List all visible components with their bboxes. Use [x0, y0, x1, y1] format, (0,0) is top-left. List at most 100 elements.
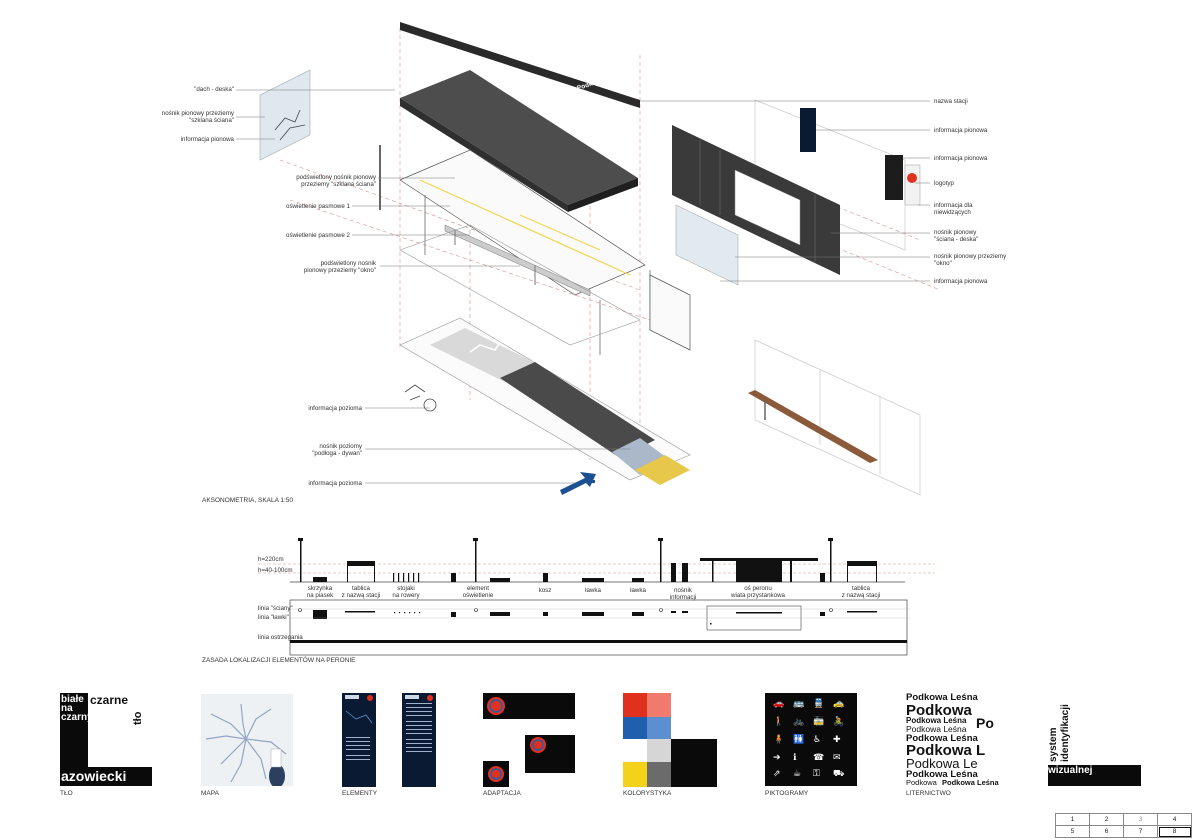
sheet-cell-3[interactable]: 3	[1123, 813, 1158, 826]
caption-piktogramy: PIKTOGRAMY	[765, 790, 809, 797]
axonometry-drawing: Podkowa Leśna Podkowa Leśna	[236, 22, 941, 496]
bus-icon: 🚌	[793, 699, 805, 709]
tlo-white-on-black: białe na czarnym	[61, 694, 102, 723]
line-label-ostrzegania: linia ostrzegania	[258, 634, 303, 641]
line-label-sciany: linia "ściany"	[258, 605, 293, 612]
tile-kolorystyka	[623, 693, 717, 787]
label-nosnik-poziomy: nośnik poziomy "podłoga - dywan"	[312, 443, 362, 457]
label-info-pionowa-r2: informacja pionowa	[934, 155, 988, 162]
taxi-icon: 🚕	[833, 699, 845, 709]
label-logotyp: logotyp	[934, 180, 954, 187]
caption-kolorystyka: KOLORYSTYKA	[623, 790, 672, 797]
element-wiata: oś peronu wiata przystankowa	[731, 585, 785, 599]
sheet-cell-2[interactable]: 2	[1089, 813, 1124, 826]
label-nazwa-stacji: nazwa stacji	[934, 98, 968, 105]
tram-icon: 🚋	[813, 717, 825, 727]
lettering-sample-6: Podkowa Leśna	[906, 733, 978, 744]
label-szklana: nośnik pionowy przeziemy "szklana ściana…	[161, 110, 234, 124]
system-word-system: system	[1048, 727, 1059, 762]
phone-icon: ☎	[813, 753, 825, 763]
element-kosz: kosz	[538, 587, 552, 594]
person-icon: 🧍	[773, 735, 785, 745]
station-name-beam	[400, 22, 640, 108]
lettering-sample-4: Po	[976, 715, 994, 731]
element-nosnik-informacji: nośnik informacji	[669, 587, 697, 601]
shelter-frame	[379, 145, 691, 355]
tile-liternictwo: Podkowa Leśna Podkowa Podkowa Leśna Po P…	[906, 691, 1002, 787]
walk-icon: 🚶	[773, 717, 785, 727]
wc-icon: 🚻	[793, 735, 805, 745]
element-lawka-2: ławka	[630, 587, 646, 594]
caption-mapa: MAPA	[201, 790, 219, 797]
tile-system: wizualnej system identyfikacji	[1048, 690, 1141, 786]
label-okno: nośnik pionowy przeziemy "okno"	[934, 253, 1007, 267]
sheet-cell-6[interactable]: 6	[1089, 825, 1124, 838]
lettering-sample-7: Podkowa L	[906, 742, 986, 759]
info-panel-2	[885, 155, 903, 200]
lighting-strip-1	[419, 179, 631, 276]
lettering-sample-10: Podkowa	[906, 778, 937, 787]
roof-slab	[400, 70, 638, 212]
info-panel-1	[800, 108, 816, 152]
tile-piktogramy: 🚗 🚌 🚆 🚕 🚶 🚲 🚋 🚴 🧍 🚻 ♿ ✚ ➔ ℹ ☎ ✉ ⇗ ☕ ⚿ ⛟	[765, 693, 857, 786]
plus-icon: ✚	[833, 735, 841, 745]
platform-diagram	[258, 538, 935, 656]
tlo-bottom-word: azowiecki	[61, 768, 127, 784]
label-info-pionowa-r3: informacja pionowa	[934, 278, 988, 285]
lettering-sample-11: Podkowa Leśna	[942, 778, 999, 787]
cafe-icon: ☕	[793, 769, 802, 779]
lettering-sample-9: Podkowa Leśna	[906, 769, 978, 780]
element-lawka-1: ławka	[585, 587, 601, 594]
caption-elementy: ELEMENTY	[342, 790, 378, 797]
label-sciana-deska: nośnik pionowy "ściana - deska"	[934, 229, 979, 243]
arrow-dot	[592, 480, 595, 483]
label-niewidzacych: informacja dla niewidzących	[934, 202, 973, 216]
system-word-identyfikacji: identyfikacji	[1060, 704, 1071, 762]
sheet-index: 1 2 3 4 5 6 7 8	[1055, 813, 1192, 838]
element-skrzynka: skrzynka na piasek	[306, 585, 334, 599]
caption-adaptacja: ADAPTACJA	[483, 790, 521, 797]
caption-liternictwo: LITERNICTWO	[906, 790, 951, 797]
sheet-cell-5[interactable]: 5	[1055, 825, 1090, 838]
logo-mark	[907, 173, 917, 183]
tlo-word: tło	[132, 711, 144, 725]
lettering-sample-5: Podkowa Leśna	[906, 724, 967, 734]
train-icon: 🚆	[813, 699, 825, 709]
axonometry-caption: AKSONOMETRIA, SKALA 1:50	[202, 497, 294, 504]
dark-wall	[672, 125, 840, 275]
label-oswietlenie-1: oświetlenie pasmowe 1	[286, 203, 350, 210]
sheet-cell-7[interactable]: 7	[1123, 825, 1158, 838]
platform-caption: ZASADA LOKALIZACJI ELEMENTÓW NA PERONIE	[202, 657, 356, 664]
glass-wall-left	[259, 69, 311, 161]
lettering-sample-1: Podkowa Leśna	[906, 692, 978, 703]
platform-carpet	[399, 317, 691, 485]
bike-icon: 🚲	[793, 717, 805, 727]
label-oswietlenie-2: oświetlenie pasmowe 2	[286, 232, 350, 239]
baggage-icon: ⚿	[813, 769, 820, 779]
label-dach: "dach - deska"	[194, 86, 234, 93]
escalator-icon: ⇗	[773, 769, 781, 779]
label-info-pozioma-2: informacja pozioma	[308, 480, 362, 487]
sheet-cell-4[interactable]: 4	[1157, 813, 1192, 826]
label-podswietlony-szklana: podświetlony nośnik pionowy przeziemy "s…	[296, 174, 376, 188]
element-tablica-2: tablica z nazwą stacji	[841, 585, 881, 599]
glass-wall-right	[675, 204, 739, 286]
arrow-icon: ➔	[773, 753, 781, 763]
caption-tlo: TŁO	[60, 790, 73, 797]
bicycle-icon: 🚴	[833, 717, 845, 727]
tile-adaptacja	[483, 693, 575, 787]
leader-lines	[236, 89, 930, 484]
sheet-cell-1[interactable]: 1	[1055, 813, 1090, 826]
label-podswietlony-okno: podświetlony nośnik pionowy przeziemy "o…	[303, 260, 376, 274]
tlo-black-on-white: czarne	[90, 693, 129, 707]
element-stojaki: stojaki na rowery	[392, 585, 420, 599]
lettering-sample-3: Podkowa Leśna	[906, 716, 967, 725]
height-label-40-100: h=40-100cm	[258, 567, 293, 574]
wooden-bench	[748, 390, 878, 463]
label-info-pionowa-left: informacja pionowa	[180, 136, 234, 143]
wheelchair-icon: ♿	[813, 735, 822, 745]
lighting-strip-2	[519, 214, 601, 251]
sheet-cell-8[interactable]: 8	[1157, 825, 1192, 838]
car-icon: 🚗	[773, 699, 785, 709]
label-info-pionowa-r1: informacja pionowa	[934, 127, 988, 134]
